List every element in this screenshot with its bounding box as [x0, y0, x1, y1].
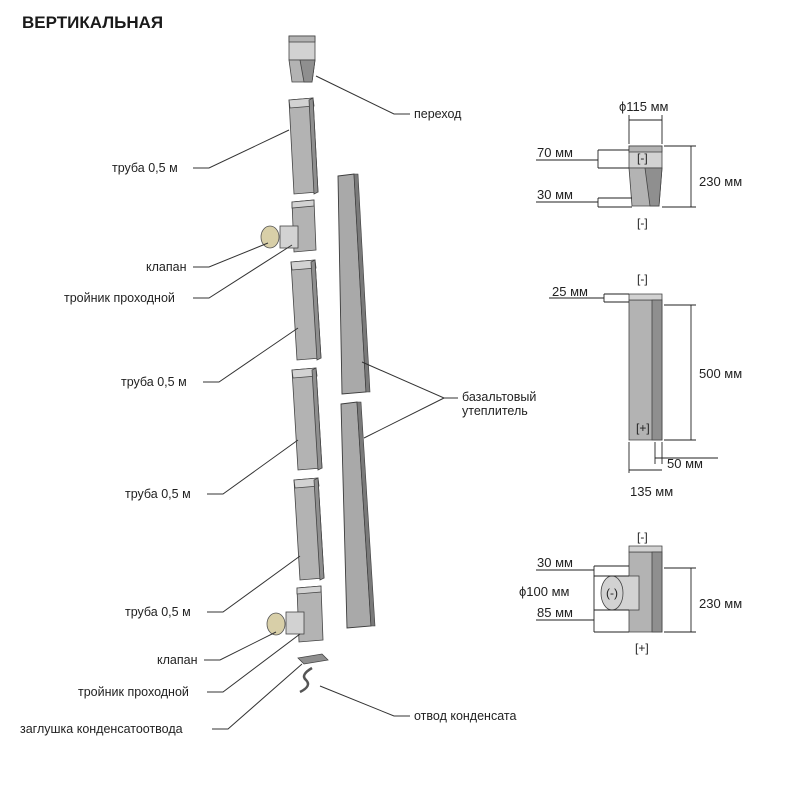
- pipe-segment-2: [290, 259, 322, 361]
- detail-transition: ϕ115 мм 70 мм 30 мм 230 мм [-] [-]: [536, 99, 742, 230]
- label-pipe-4: труба 0,5 м: [125, 605, 191, 619]
- label-transition: переход: [414, 107, 462, 121]
- pipe-segment-1: [288, 97, 319, 195]
- transition-mark-bottom: [-]: [637, 216, 648, 230]
- label-condensate-drain: отвод конденсата: [414, 709, 516, 723]
- transition-diameter: ϕ115 мм: [619, 99, 669, 114]
- label-tee-2: тройник проходной: [78, 685, 189, 699]
- pipe-bottom-offset: 50 мм: [667, 456, 703, 471]
- tee-mark-bottom: [+]: [635, 641, 649, 655]
- tee-2: [285, 585, 324, 643]
- tee-height: 230 мм: [699, 596, 742, 611]
- label-insulation-line-1: базальтовый: [462, 390, 536, 404]
- label-condensate-plug: заглушка конденсатоотвода: [20, 722, 183, 736]
- transition-height: 230 мм: [699, 174, 742, 189]
- detail-pipe: [-] [+] 25 мм 500 мм 50 мм 135 мм: [549, 272, 742, 499]
- pipe-mark-bottom: [+]: [636, 421, 650, 435]
- pipe-segment-4: [293, 477, 325, 581]
- tee-mark-top: [-]: [637, 530, 648, 544]
- pipe-mark-top: [-]: [637, 272, 648, 286]
- transition-part: [288, 35, 316, 83]
- label-valve-1: клапан: [146, 260, 187, 274]
- insulation-panel-upper: [337, 173, 371, 395]
- condensate-plug: [297, 653, 329, 665]
- page-title: ВЕРТИКАЛЬНАЯ: [22, 13, 163, 32]
- condensate-drain: [299, 666, 313, 694]
- label-valve-2: клапан: [157, 653, 198, 667]
- pipe-width: 135 мм: [630, 484, 673, 499]
- tee-bottom-offset: 85 мм: [537, 605, 573, 620]
- detail-tee: (-) [-] [+] 30 мм ϕ100 мм 85 мм 230 мм: [519, 530, 742, 655]
- insulation-panel-lower: [340, 401, 376, 629]
- label-pipe-1: труба 0,5 м: [112, 161, 178, 175]
- tee-1: [279, 199, 317, 253]
- tee-diameter: ϕ100 мм: [519, 584, 570, 599]
- pipe-segment-3: [291, 367, 323, 471]
- valve-cap-1: [260, 225, 280, 249]
- label-pipe-2: труба 0,5 м: [121, 375, 187, 389]
- tee-mark-branch: (-): [606, 586, 618, 600]
- pipe-top-offset: 25 мм: [552, 284, 588, 299]
- label-pipe-3: труба 0,5 м: [125, 487, 191, 501]
- label-tee-1: тройник проходной: [64, 291, 175, 305]
- transition-top-band: 70 мм: [537, 145, 573, 160]
- transition-bottom-band: 30 мм: [537, 187, 573, 202]
- transition-mark-top: [-]: [637, 151, 648, 165]
- tee-top-offset: 30 мм: [537, 555, 573, 570]
- label-insulation-line-2: утеплитель: [462, 404, 528, 418]
- valve-cap-2: [266, 612, 286, 636]
- pipe-height: 500 мм: [699, 366, 742, 381]
